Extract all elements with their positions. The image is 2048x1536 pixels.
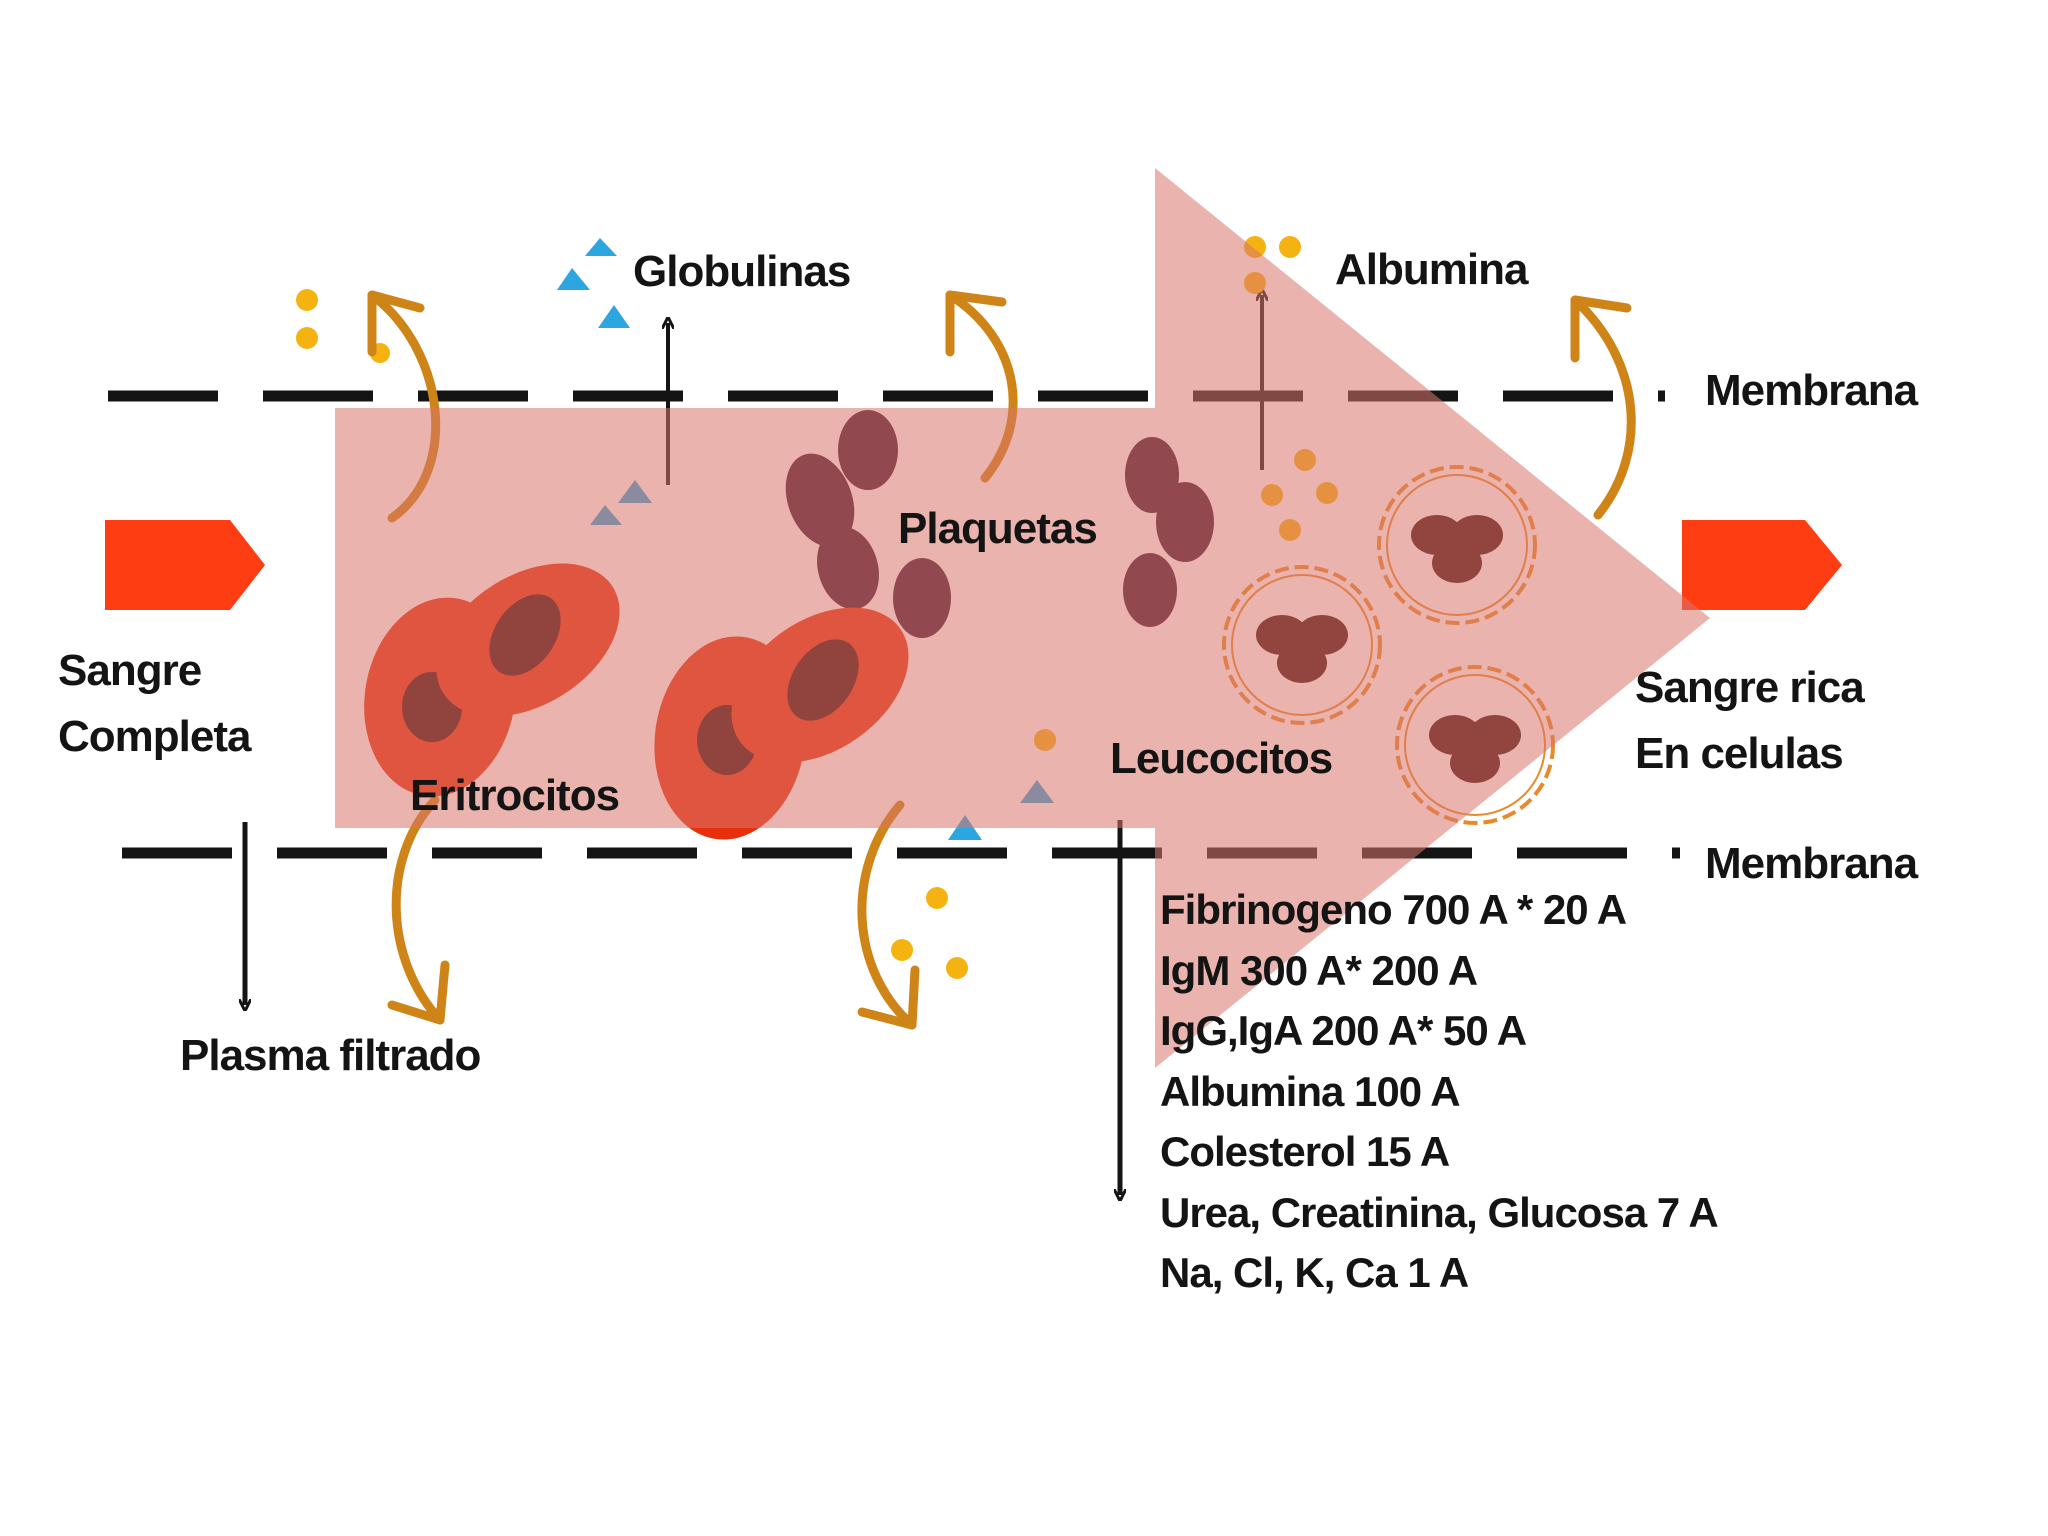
flow-in-arrow-icon [105,520,265,610]
molecule-size-item: Urea, Creatinina, Glucosa 7 A [1160,1188,1719,1236]
label-membrana-bottom: Membrana [1705,839,1918,888]
label-leucocitos: Leucocitos [1110,734,1333,783]
dot-icon [926,887,948,909]
molecule-size-item: IgM 300 A* 200 A [1160,946,1478,994]
curved-arrow-down [857,800,920,1030]
molecule-size-item: Colesterol 15 A [1160,1128,1450,1175]
molecule-size-item: Fibrinogeno 700 A * 20 A [1160,886,1627,933]
molecule-size-item: Albumina 100 A [1160,1067,1461,1115]
label-sangre-rica-line1: Sangre rica [1635,663,1865,712]
dot-icon [296,289,318,311]
molecule-size-item: Na, Cl, K, Ca 1 A [1160,1249,1469,1296]
flow-out-arrow-icon [1682,520,1842,610]
dot-icon [1279,236,1301,258]
curved-arrow-up [1570,295,1636,520]
dot-icon [891,939,913,961]
label-plaquetas: Plaquetas [898,504,1098,553]
molecule-size-item: IgG,IgA 200 A* 50 A [1160,1007,1527,1054]
triangle-icon [598,305,630,328]
label-eritrocitos: Eritrocitos [410,771,620,820]
label-sangre-completa-line1: Sangre [58,646,202,695]
label-sangre-completa-line2: Completa [58,712,251,761]
label-sangre-rica-line2: En celulas [1635,729,1844,778]
dot-icon [946,957,968,979]
label-albumina-top: Albumina [1335,245,1528,294]
triangle-icon [557,268,590,290]
curved-arrow-down [387,795,450,1025]
triangle-icon [585,238,617,256]
label-plasma-filtrado: Plasma filtrado [180,1031,481,1080]
dot-icon [296,327,318,349]
label-globulinas: Globulinas [633,247,851,296]
molecule-size-list: Fibrinogeno 700 A * 20 A IgM 300 A* 200 … [1160,880,1719,1304]
big-flow-arrow-overlay [335,168,1710,1068]
label-membrana-top: Membrana [1705,366,1918,415]
